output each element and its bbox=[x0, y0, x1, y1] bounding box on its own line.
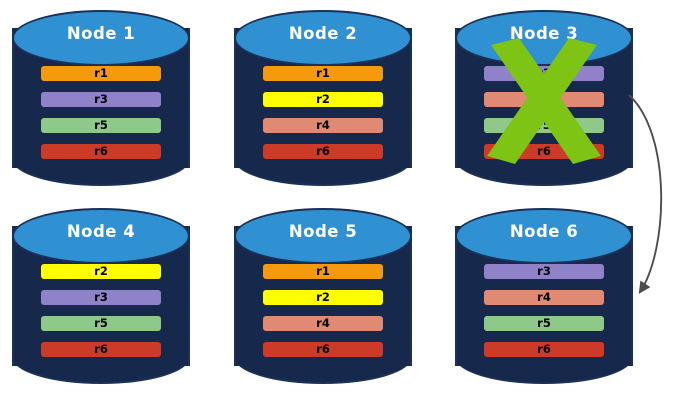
record-bar: r4 bbox=[484, 92, 604, 107]
cylinder-top-ellipse bbox=[455, 10, 633, 66]
record-bar: r6 bbox=[263, 144, 383, 159]
record-bar: r4 bbox=[484, 290, 604, 305]
record-bar: r6 bbox=[41, 342, 161, 357]
record-bar: r3 bbox=[484, 264, 604, 279]
cylinder-top-ellipse bbox=[12, 10, 190, 66]
record-bar: r3 bbox=[41, 92, 161, 107]
record-bar: r6 bbox=[484, 342, 604, 357]
record-bar: r6 bbox=[484, 144, 604, 159]
record-bar-list: r1 r3 r5 r6 bbox=[41, 66, 161, 159]
record-bar: r2 bbox=[263, 290, 383, 305]
cylinder-top-ellipse bbox=[12, 208, 190, 264]
cylinder-top-ellipse bbox=[455, 208, 633, 264]
record-bar-list: r1 r2 r4 r6 bbox=[263, 66, 383, 159]
record-bar: r3 bbox=[41, 290, 161, 305]
record-bar: r5 bbox=[41, 118, 161, 133]
record-bar: r2 bbox=[41, 264, 161, 279]
record-bar: r1 bbox=[41, 66, 161, 81]
record-bar: r6 bbox=[263, 342, 383, 357]
record-bar: r3 bbox=[484, 66, 604, 81]
record-bar: r1 bbox=[263, 264, 383, 279]
record-bar-list: r1 r2 r4 r6 bbox=[263, 264, 383, 357]
failover-arrow-path bbox=[628, 94, 663, 294]
record-bar: r5 bbox=[484, 118, 604, 133]
record-bar: r4 bbox=[263, 316, 383, 331]
record-bar: r4 bbox=[263, 118, 383, 133]
record-bar-list: r3 r4 r5 r6 bbox=[484, 264, 604, 357]
record-bar: r5 bbox=[484, 316, 604, 331]
cylinder-top-ellipse bbox=[234, 10, 412, 66]
record-bar-list: r3 r4 r5 r6 bbox=[484, 66, 604, 159]
record-bar: r2 bbox=[263, 92, 383, 107]
record-bar: r1 bbox=[263, 66, 383, 81]
cylinder-top-ellipse bbox=[234, 208, 412, 264]
record-bar-list: r2 r3 r5 r6 bbox=[41, 264, 161, 357]
record-bar: r6 bbox=[41, 144, 161, 159]
record-bar: r5 bbox=[41, 316, 161, 331]
